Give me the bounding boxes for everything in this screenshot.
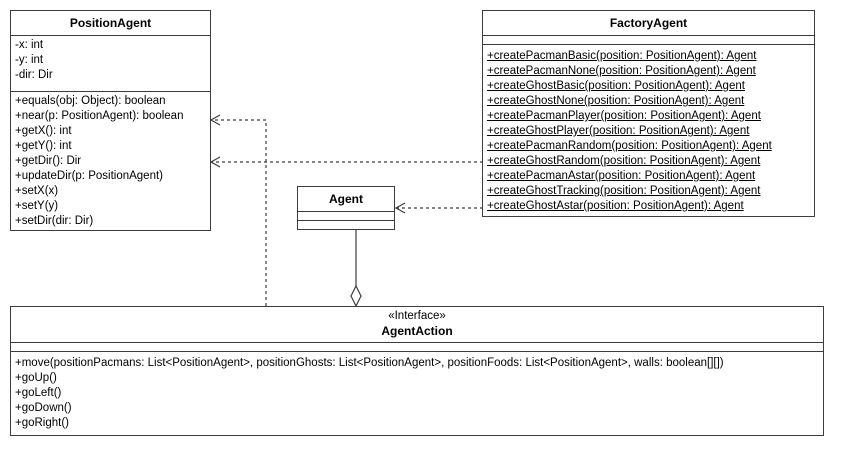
- attributes-section: [298, 212, 394, 221]
- attributes-section: [483, 36, 814, 45]
- method: +updateDir(p: PositionAgent): [15, 170, 163, 182]
- class-agent[interactable]: Agent: [297, 186, 395, 230]
- class-name: AgentAction: [381, 324, 453, 338]
- static-method: +createGhostTracking(position: PositionA…: [487, 185, 761, 197]
- class-factoryagent[interactable]: FactoryAgent +createPacmanBasic(position…: [482, 10, 815, 217]
- class-name: FactoryAgent: [483, 11, 814, 36]
- static-method: +createPacmanRandom(position: PositionAg…: [487, 140, 772, 152]
- method: +setX(x): [15, 185, 59, 197]
- method: +getY(): int: [15, 140, 72, 152]
- method: +equals(obj: Object): boolean: [15, 95, 166, 107]
- static-method: +createGhostPlayer(position: PositionAge…: [487, 125, 750, 137]
- method: +getX(): int: [15, 125, 72, 137]
- aggregation-diamond: [350, 284, 362, 308]
- method: +goLeft(): [15, 387, 62, 399]
- stereotype-label: «Interface»: [388, 310, 446, 322]
- methods-section: +createPacmanBasic(position: PositionAge…: [483, 45, 814, 216]
- method: +goDown(): [15, 402, 72, 414]
- arrowhead-positionagent-1: [209, 114, 221, 126]
- dependency-agentaction-positionagent: [211, 119, 267, 306]
- attribute: -dir: Dir: [15, 69, 53, 81]
- attribute: -y: int: [15, 54, 44, 66]
- attributes-section: -x: int -y: int -dir: Dir: [11, 36, 210, 92]
- interface-header: «Interface» AgentAction: [11, 307, 823, 343]
- method: +goRight(): [15, 417, 70, 429]
- methods-section: +move(positionPacmans: List<PositionAgen…: [11, 352, 823, 433]
- method: +near(p: PositionAgent): boolean: [15, 110, 184, 122]
- attributes-section: [11, 343, 823, 352]
- method: +move(positionPacmans: List<PositionAgen…: [15, 357, 724, 369]
- static-method: +createPacmanAstar(position: PositionAge…: [487, 170, 756, 182]
- static-method: +createGhostNone(position: PositionAgent…: [487, 95, 745, 107]
- arrowhead-positionagent-2: [209, 156, 221, 168]
- methods-section: +equals(obj: Object): boolean +near(p: P…: [11, 92, 210, 231]
- method: +setY(y): [15, 200, 59, 212]
- attribute: -x: int: [15, 39, 44, 51]
- method: +getDir(): Dir: [15, 155, 82, 167]
- methods-section: [298, 221, 394, 229]
- static-method: +createGhostBasic(position: PositionAgen…: [487, 80, 745, 92]
- class-positionagent[interactable]: PositionAgent -x: int -y: int -dir: Dir …: [10, 10, 211, 231]
- arrowhead-agent: [394, 202, 406, 214]
- class-name: PositionAgent: [11, 11, 210, 36]
- class-name: Agent: [298, 187, 394, 212]
- method: +goUp(): [15, 372, 57, 384]
- static-method: +createGhostRandom(position: PositionAge…: [487, 155, 761, 167]
- static-method: +createPacmanNone(position: PositionAgen…: [487, 65, 756, 77]
- method: +setDir(dir: Dir): [15, 215, 94, 227]
- static-method: +createPacmanBasic(position: PositionAge…: [487, 50, 757, 62]
- class-agentaction[interactable]: «Interface» AgentAction +move(positionPa…: [10, 306, 824, 436]
- static-method: +createPacmanPlayer(position: PositionAg…: [487, 110, 761, 122]
- static-method: +createGhostAstar(position: PositionAgen…: [487, 200, 744, 212]
